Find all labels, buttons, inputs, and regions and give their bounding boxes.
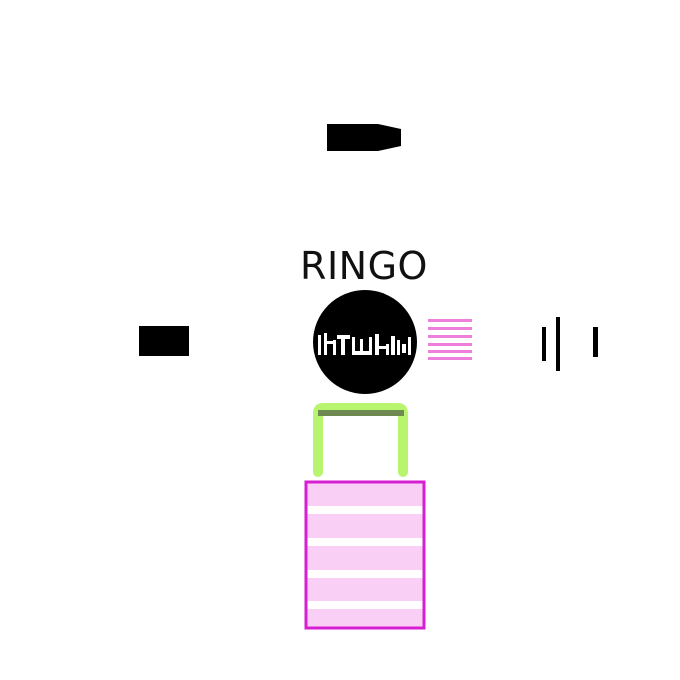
menu-lines-icon <box>428 319 472 360</box>
pencil-tip-icon <box>327 124 401 151</box>
brand-label: RINGO <box>300 244 428 288</box>
shopping-bag-icon <box>304 403 426 630</box>
logo-badge-icon <box>313 290 417 394</box>
black-bar-icon <box>139 326 189 356</box>
pause-lines-icon <box>542 317 598 371</box>
